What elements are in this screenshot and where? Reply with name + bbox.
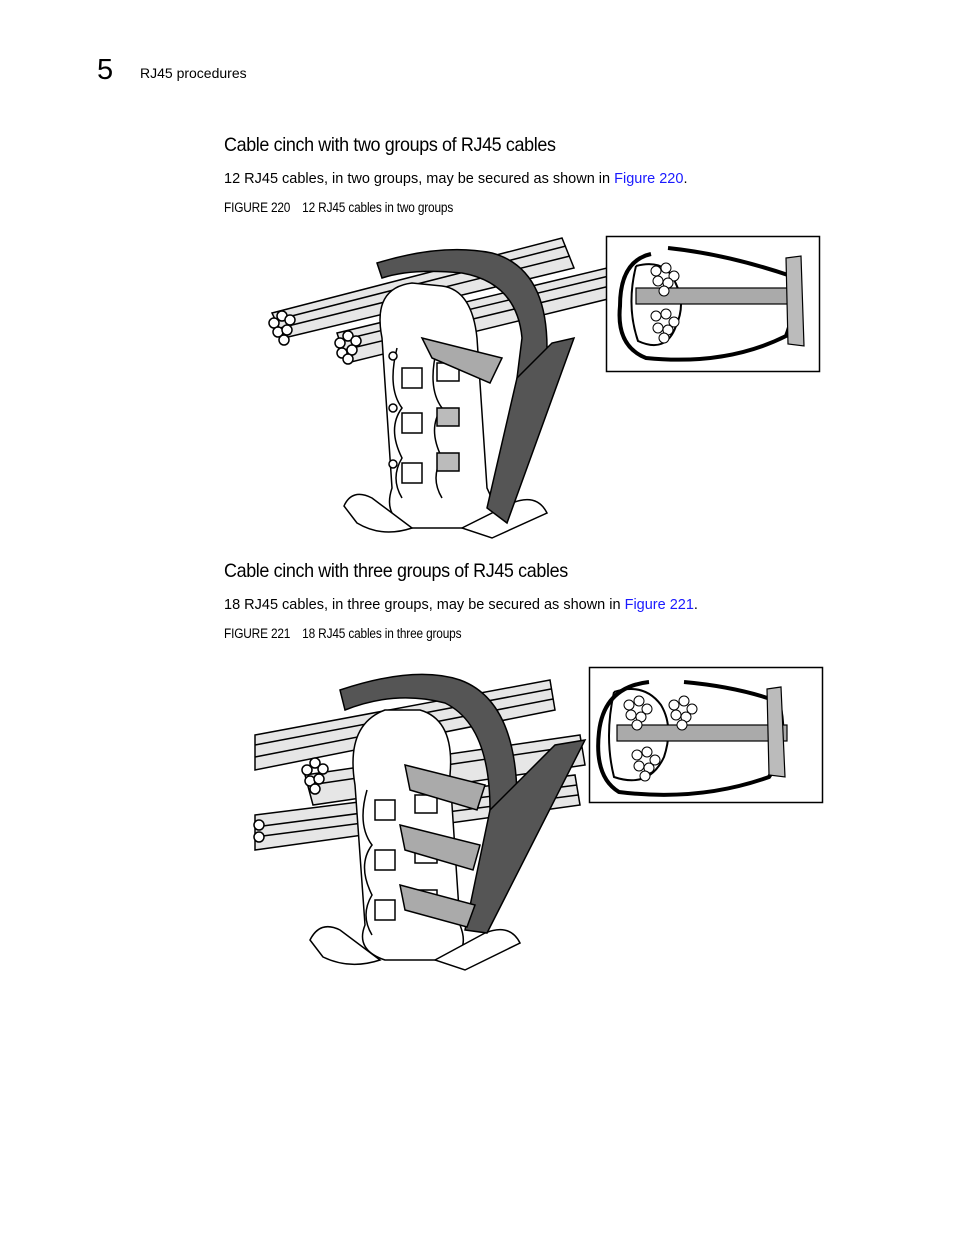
figure-220-illustration [268,237,613,539]
figure-220-inset [605,235,821,373]
body-text: 12 RJ45 cables, in two groups, may be se… [224,171,615,187]
figure-221-link[interactable]: Figure 221 [624,597,694,613]
body-text: 18 RJ45 cables, in three groups, may be … [224,597,625,613]
figure-title: 12 RJ45 cables in two groups [302,200,454,215]
figure-label: FIGURE 220 [224,200,291,215]
running-title: RJ45 procedures [140,65,247,81]
figure-caption-221: FIGURE 221 18 RJ45 cables in three group… [224,626,462,641]
body-text-end: . [683,171,688,187]
figure-caption-220: FIGURE 220 12 RJ45 cables in two groups [224,200,453,215]
figure-221-illustration [253,673,587,971]
chapter-number: 5 [97,54,114,86]
section-body-two-groups: 12 RJ45 cables, in two groups, may be se… [224,171,687,187]
section-heading-two-groups: Cable cinch with two groups of RJ45 cabl… [224,134,556,156]
figure-220-link[interactable]: Figure 220 [614,171,684,187]
body-text-end: . [693,597,698,613]
section-body-three-groups: 18 RJ45 cables, in three groups, may be … [224,597,698,613]
figure-221-inset [588,666,824,804]
section-heading-three-groups: Cable cinch with three groups of RJ45 ca… [224,560,568,582]
figure-label: FIGURE 221 [224,626,291,641]
figure-title: 18 RJ45 cables in three groups [302,626,462,641]
